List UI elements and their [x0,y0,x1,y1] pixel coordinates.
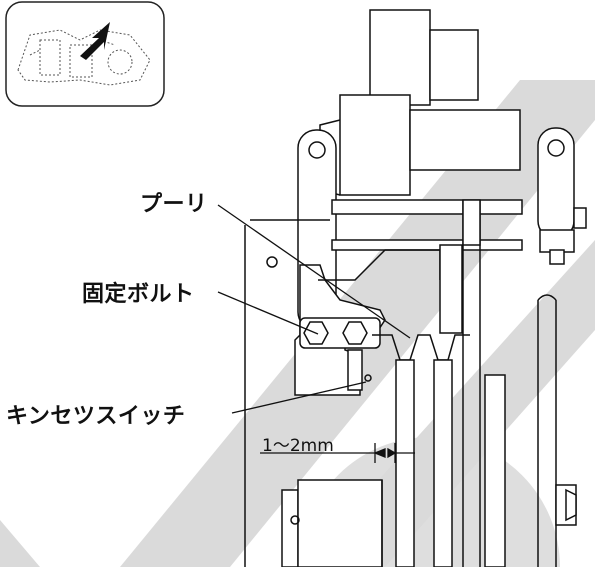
leader-lines [217,204,415,463]
label-gap-dimension: 1〜2mm [262,436,334,456]
arrow-icon [80,22,110,60]
bolt-leader [217,291,319,335]
mechanism [244,9,587,568]
location-thumbnail [5,1,165,107]
pulley-leader [217,204,411,339]
label-pulley: プーリ [140,192,208,217]
switch-leader [231,381,367,414]
label-proximity-switch: キンセツスイッチ [6,404,186,429]
label-fixing-bolt: 固定ボルト [82,282,195,307]
